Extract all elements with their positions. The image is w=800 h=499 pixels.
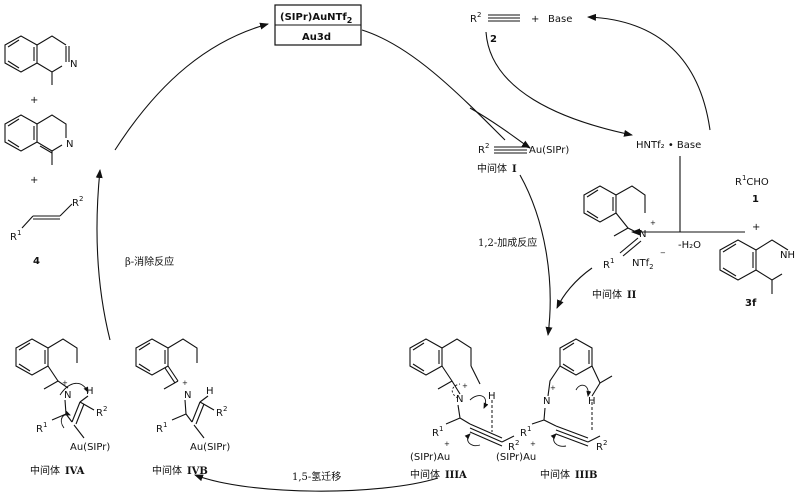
svg-text:R2: R2 xyxy=(470,11,481,25)
arc-upper-left-regeneration xyxy=(114,22,269,151)
svg-text:R2: R2 xyxy=(478,142,489,156)
catalyst-box: (SIPr)AuNTf2 Au3d xyxy=(274,4,362,46)
svg-text:N: N xyxy=(70,59,77,70)
arrow-reagents-to-acid xyxy=(485,31,633,137)
svg-text:+: + xyxy=(550,384,556,392)
compound-number-4: 4 xyxy=(33,256,40,267)
svg-text:+: + xyxy=(530,440,536,448)
compound-number-3f: 3f xyxy=(745,298,757,309)
svg-text:Base: Base xyxy=(548,14,572,25)
svg-text:R1: R1 xyxy=(10,229,21,243)
svg-text:+: + xyxy=(531,14,539,25)
svg-text:R1CHO: R1CHO xyxy=(735,174,769,188)
acid-base-pair: HNTf₂ • Base xyxy=(636,140,701,151)
step-label-elimination: β-消除反应 xyxy=(125,255,174,268)
svg-text:N: N xyxy=(639,229,646,240)
product-dihydroisoquinoline-2 xyxy=(4,114,67,165)
svg-text:Au(SIPr): Au(SIPr) xyxy=(70,442,110,453)
svg-text:+: + xyxy=(182,379,188,387)
intermediate-IVA-structure xyxy=(15,338,95,439)
svg-text:R1: R1 xyxy=(603,257,614,271)
arc-catalyst-to-acetylide xyxy=(361,29,506,141)
iminium-intermediate-II xyxy=(583,185,646,257)
svg-text:R2: R2 xyxy=(216,405,227,419)
svg-text:+: + xyxy=(650,219,656,227)
svg-text:+: + xyxy=(30,175,38,186)
cycle-arrows xyxy=(95,22,553,492)
svg-text:+: + xyxy=(752,222,760,233)
svg-text:H: H xyxy=(488,391,496,402)
arrow-iminium-to-cycle xyxy=(556,267,593,309)
compound-number-1: 1 xyxy=(752,194,759,205)
svg-text:(SIPr)Au: (SIPr)Au xyxy=(410,452,450,463)
arrow-to-gold-acetylide xyxy=(469,107,531,149)
svg-text:N: N xyxy=(456,394,463,405)
svg-text:N: N xyxy=(66,139,73,150)
svg-text:H: H xyxy=(86,386,94,397)
svg-text:H: H xyxy=(588,396,596,407)
svg-text:−: − xyxy=(660,249,666,257)
svg-text:R2: R2 xyxy=(508,439,519,453)
arc-bottom-hydride-shift xyxy=(194,474,439,492)
svg-text:NH: NH xyxy=(780,250,795,261)
catalyst-formula: (SIPr)AuNTf2 xyxy=(280,12,352,25)
gold-acetylide: R2 Au(SIPr) xyxy=(478,142,569,156)
svg-text:R1: R1 xyxy=(432,425,443,439)
alkyne-base-reagents: R2 + Base 2 xyxy=(470,11,572,45)
compound-number-2: 2 xyxy=(490,34,497,45)
arrow-base-regeneration xyxy=(587,13,711,131)
water-loss-label: -H₂O xyxy=(678,240,701,251)
intermediate-IIIB-structure xyxy=(531,338,613,447)
svg-text:+: + xyxy=(62,379,68,387)
svg-text:R1: R1 xyxy=(156,421,167,435)
svg-text:N: N xyxy=(543,396,550,407)
svg-text:Au(SIPr): Au(SIPr) xyxy=(529,145,569,156)
svg-text:N: N xyxy=(64,390,71,401)
svg-text:(SIPr)Au: (SIPr)Au xyxy=(496,452,536,463)
intermediate-IIIA-structure xyxy=(409,338,515,447)
svg-text:R1: R1 xyxy=(520,425,531,439)
svg-text:R2: R2 xyxy=(596,439,607,453)
intermediate-IVB-structure xyxy=(135,338,215,439)
product-allene xyxy=(21,203,73,229)
svg-text:H: H xyxy=(206,386,214,397)
amine-3f xyxy=(719,239,789,294)
catalyst-code: Au3d xyxy=(302,32,331,43)
svg-text:NTf2: NTf2 xyxy=(632,258,654,271)
svg-text:Au(SIPr): Au(SIPr) xyxy=(190,442,230,453)
product-dihydroisoquinoline-1 xyxy=(4,35,70,85)
alkyne-triple-bond xyxy=(488,14,520,22)
svg-text:+: + xyxy=(30,95,38,106)
step-label-addition: 1,2-加成反应 xyxy=(478,236,537,249)
arc-left-elimination xyxy=(95,169,111,341)
svg-text:+: + xyxy=(462,382,468,390)
svg-text:R2: R2 xyxy=(72,195,83,209)
svg-text:R2: R2 xyxy=(96,405,107,419)
svg-text:+: + xyxy=(444,440,450,448)
arc-acetylide-to-addition xyxy=(519,174,553,336)
step-label-hydride-shift: 1,5-氢迁移 xyxy=(292,470,341,483)
aldehyde-reagent: R1CHO 1 + xyxy=(735,174,769,233)
svg-text:N: N xyxy=(184,390,191,401)
svg-text:R1: R1 xyxy=(36,421,47,435)
